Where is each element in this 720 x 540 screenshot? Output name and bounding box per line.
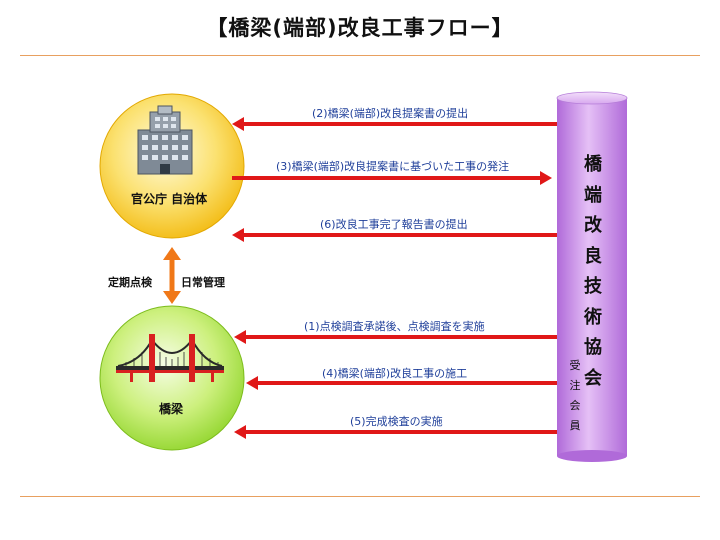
periodic-inspection-label: 定期点検: [108, 276, 152, 289]
flow-label-6: (6)改良工事完了報告書の提出: [320, 218, 468, 231]
association-name-char: 会: [584, 367, 602, 389]
association-name-char: 協: [584, 337, 602, 358]
inspection-link-arrow: [163, 247, 181, 304]
flow-arrow-6: [234, 425, 557, 439]
contracted-member-char: 注: [569, 379, 581, 392]
contracted-member-char: 会: [569, 399, 581, 412]
association-name-char: 端: [584, 184, 602, 206]
bridge-label: 橋梁: [159, 402, 184, 416]
association-name-char: 橋: [584, 154, 602, 175]
contracted-member-label: 受 注 会 員: [564, 356, 586, 436]
bottom-divider: [20, 496, 700, 497]
page-title: 【橋梁(端部)改良工事フロー】: [206, 16, 514, 40]
association-name-char: 改: [584, 215, 602, 236]
flow-label-4: (4)橋梁(端部)改良工事の施工: [322, 367, 468, 380]
flow-label-3: (3)橋梁(端部)改良提案書に基づいた工事の発注: [276, 160, 510, 173]
association-name-char: 良: [584, 245, 602, 267]
association-cylinder: [556, 91, 628, 462]
office-building-icon: [137, 105, 193, 175]
flow-label-2: (2)橋梁(端部)改良提案書の提出: [312, 107, 469, 120]
association-name-char: 技: [584, 276, 602, 297]
flow-arrow-2: [232, 171, 552, 185]
flow-arrow-3: [232, 228, 557, 242]
association-name: 橋 端 改 良 技 術 協 会: [575, 150, 611, 394]
government-label: 官公庁 自治体: [131, 192, 208, 206]
suspension-bridge-icon: [116, 334, 224, 382]
contracted-member-char: 受: [569, 359, 581, 372]
flow-label-1: (1)点検調査承諾後、点検調査を実施: [304, 320, 485, 333]
flow-arrow-4: [234, 330, 557, 344]
daily-management-label: 日常管理: [181, 276, 225, 289]
top-divider: [20, 55, 700, 56]
flow-arrow-1: [232, 117, 557, 131]
contracted-member-char: 員: [569, 419, 581, 432]
association-name-char: 術: [584, 306, 602, 328]
flow-label-5: (5)完成検査の実施: [350, 415, 443, 428]
bridge-node: [99, 305, 245, 451]
flow-arrow-5: [246, 376, 557, 390]
